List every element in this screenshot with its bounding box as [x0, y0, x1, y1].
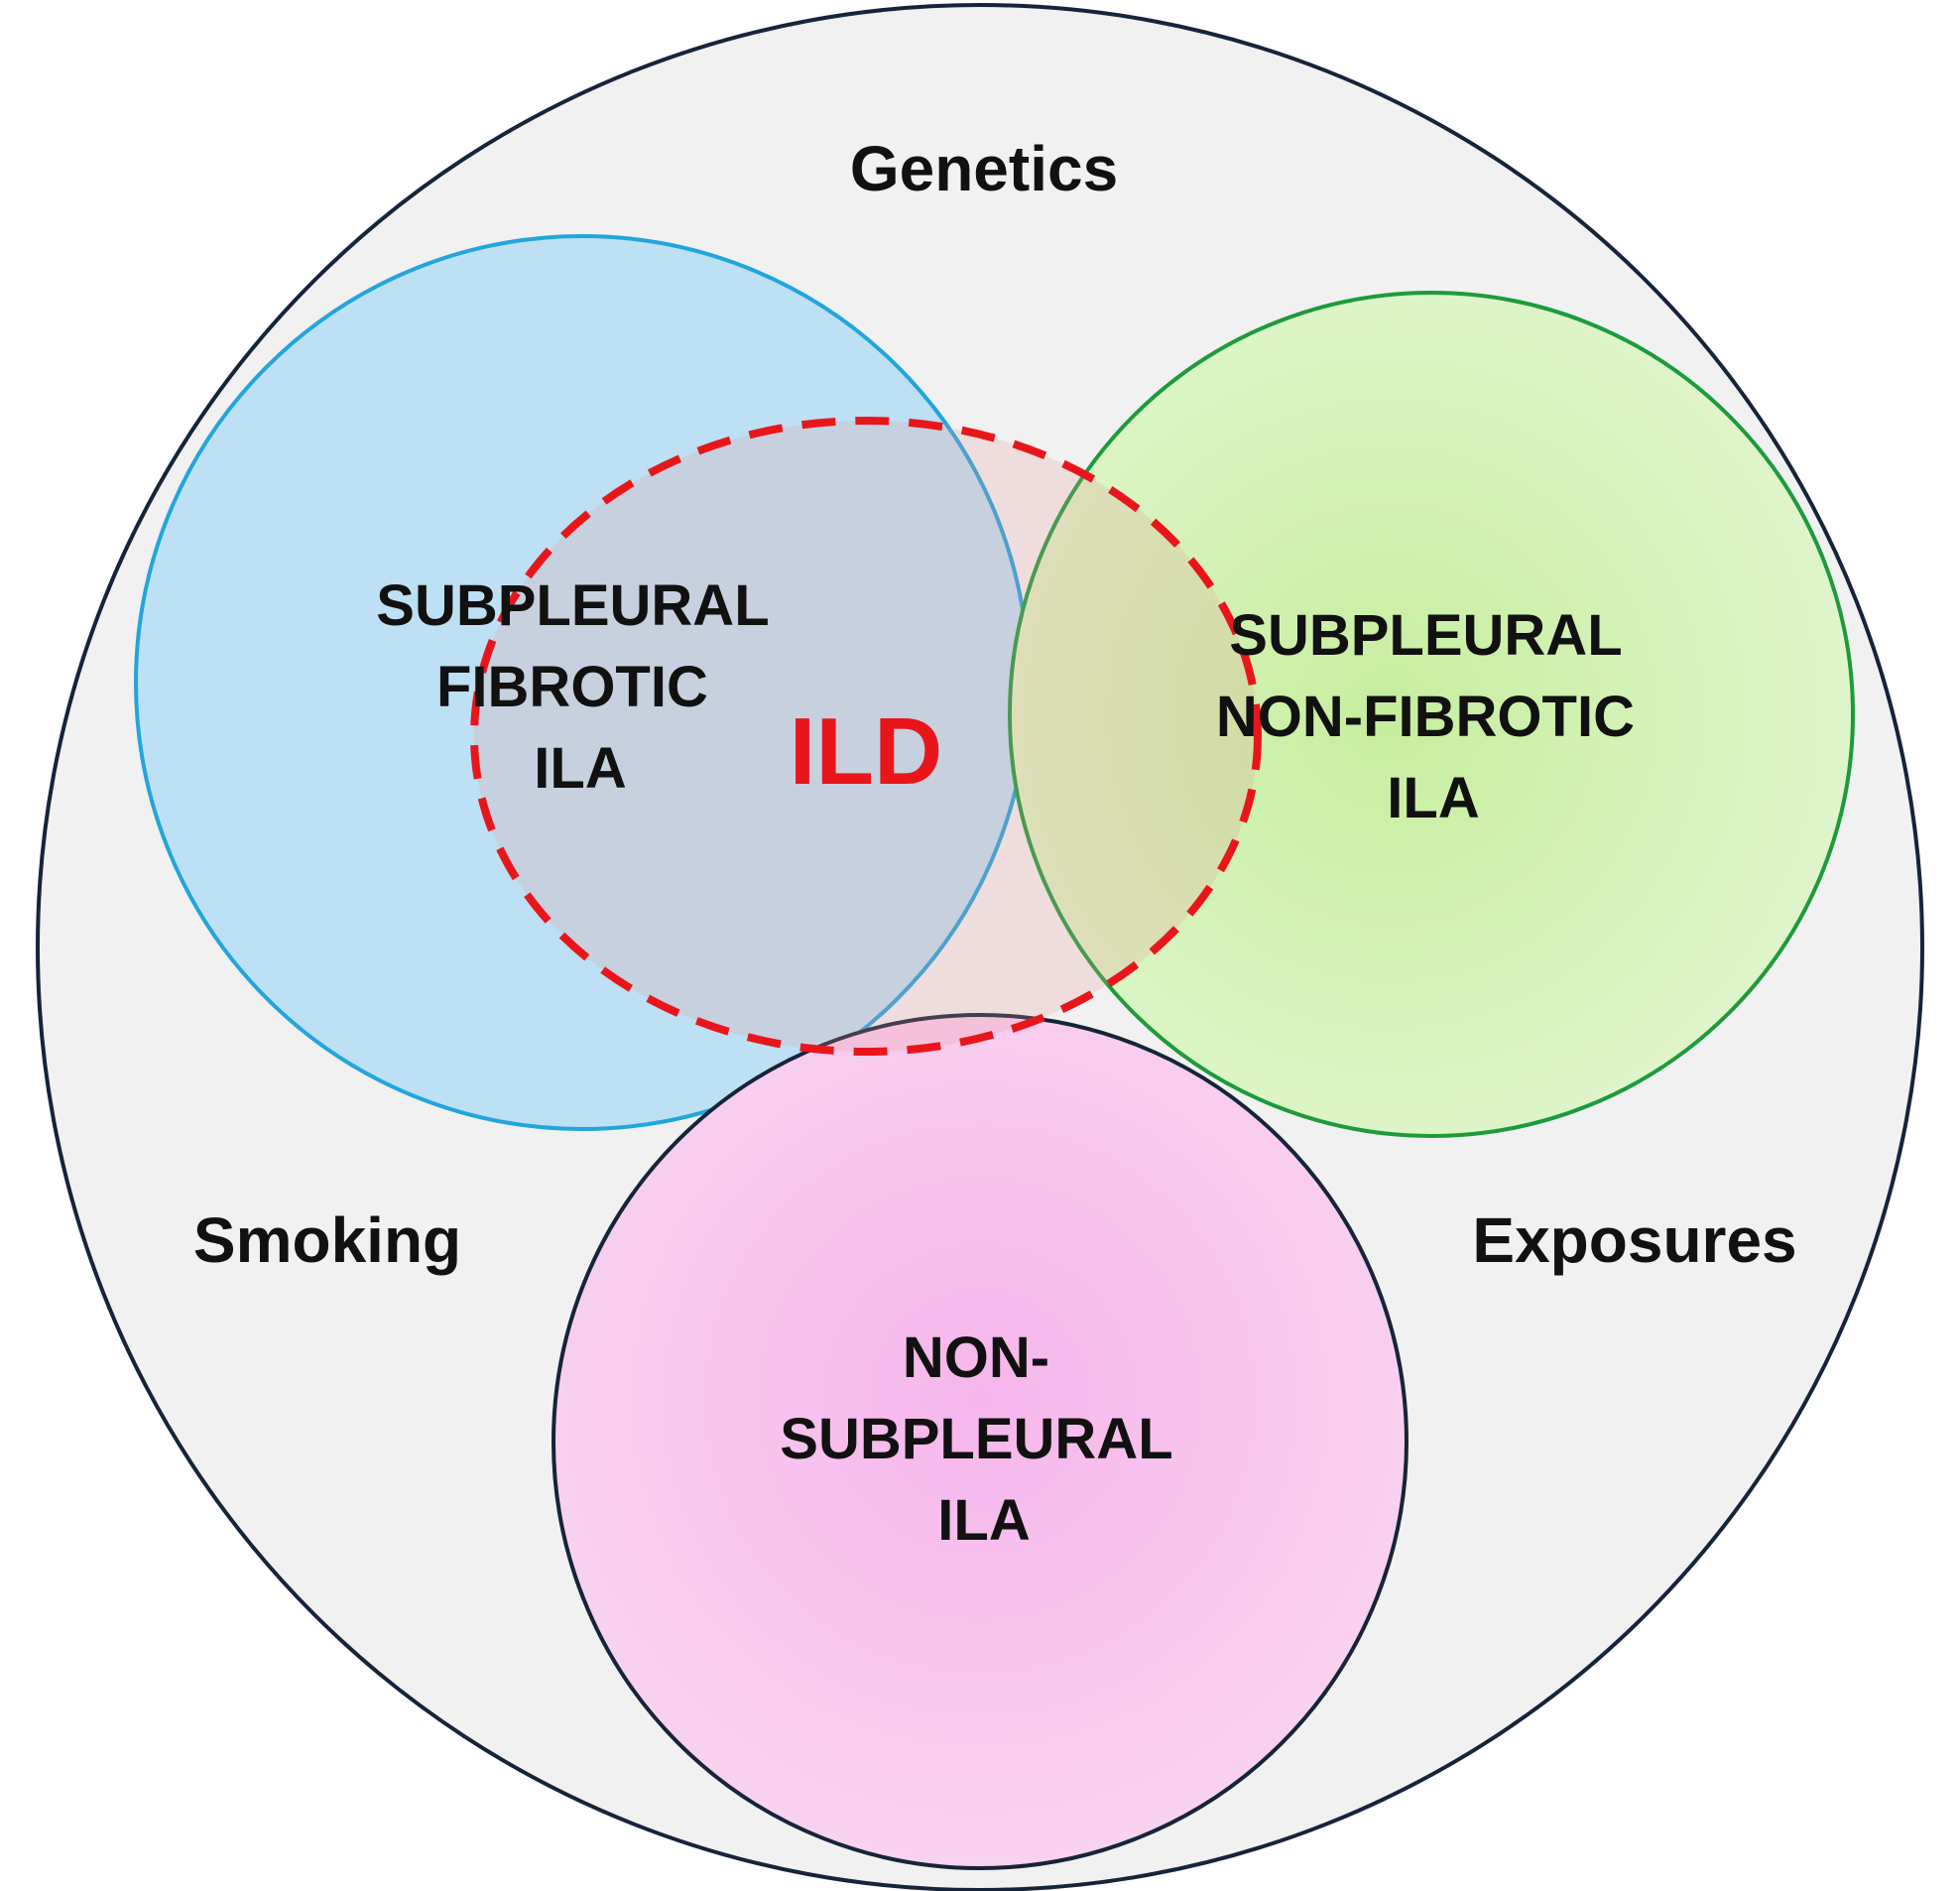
fibrotic-ila-label: SUBPLEURAL FIBROTIC ILA — [376, 573, 784, 801]
fibrotic-ila-line1: SUBPLEURAL — [376, 573, 768, 638]
nonsubpleural-ila-line1: NON- — [903, 1325, 1049, 1390]
nonfibrotic-ila-line3: ILA — [1387, 766, 1479, 830]
nonsubpleural-ila-line2: SUBPLEURAL — [780, 1407, 1171, 1471]
nonsubpleural-ila-label: NON- SUBPLEURAL ILA — [780, 1325, 1187, 1553]
ild-ellipse — [470, 417, 1262, 1056]
genetics-label: Genetics — [850, 133, 1118, 204]
fibrotic-ila-line2: FIBROTIC — [436, 655, 708, 719]
nonfibrotic-ila-line2: NON-FIBROTIC — [1216, 685, 1635, 749]
nonfibrotic-ila-line1: SUBPLEURAL — [1229, 603, 1621, 668]
nonfibrotic-ila-label: SUBPLEURAL NON-FIBROTIC ILA — [1216, 603, 1651, 830]
nonfibrotic-ila-circle — [1008, 291, 1855, 1138]
ild-label: ILD — [790, 698, 943, 805]
nonsubpleural-ila-circle — [551, 1013, 1409, 1870]
smoking-label: Smoking — [193, 1204, 461, 1276]
exposures-label: Exposures — [1472, 1204, 1796, 1276]
nonsubpleural-ila-line3: ILA — [937, 1488, 1030, 1553]
fibrotic-ila-line3: ILA — [534, 736, 626, 801]
